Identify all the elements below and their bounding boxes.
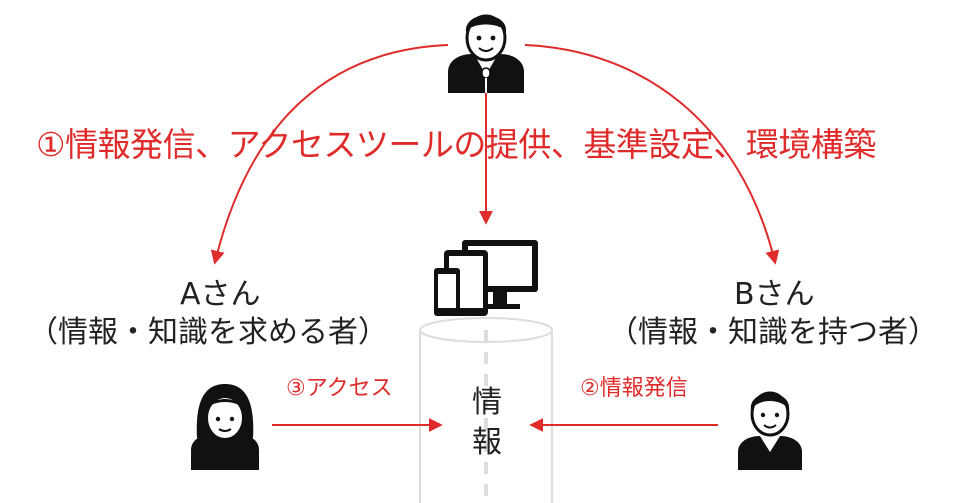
arrow-to-person-a bbox=[210, 44, 449, 265]
presenter-icon bbox=[448, 14, 524, 93]
step-access-label: ③アクセス bbox=[286, 376, 393, 401]
man-icon bbox=[738, 391, 802, 470]
devices-icon bbox=[434, 240, 538, 316]
woman-icon bbox=[191, 384, 259, 470]
step-publish-label: ②情報発信 bbox=[580, 376, 688, 401]
person-a-role: （情報・知識を求める者） bbox=[28, 315, 388, 350]
arrow-to-person-b bbox=[524, 44, 780, 265]
top-label: ①情報発信、アクセスツールの提供、基準設定、環境構築 bbox=[36, 125, 876, 164]
storage-label-2: 報 bbox=[472, 425, 502, 460]
person-a-name: Aさん bbox=[180, 277, 261, 312]
person-b-name: Bさん bbox=[734, 277, 815, 312]
person-b-role: （情報・知識を持つ者） bbox=[608, 315, 938, 350]
storage-label-1: 情 bbox=[472, 385, 502, 420]
storage-cylinder bbox=[419, 317, 553, 503]
